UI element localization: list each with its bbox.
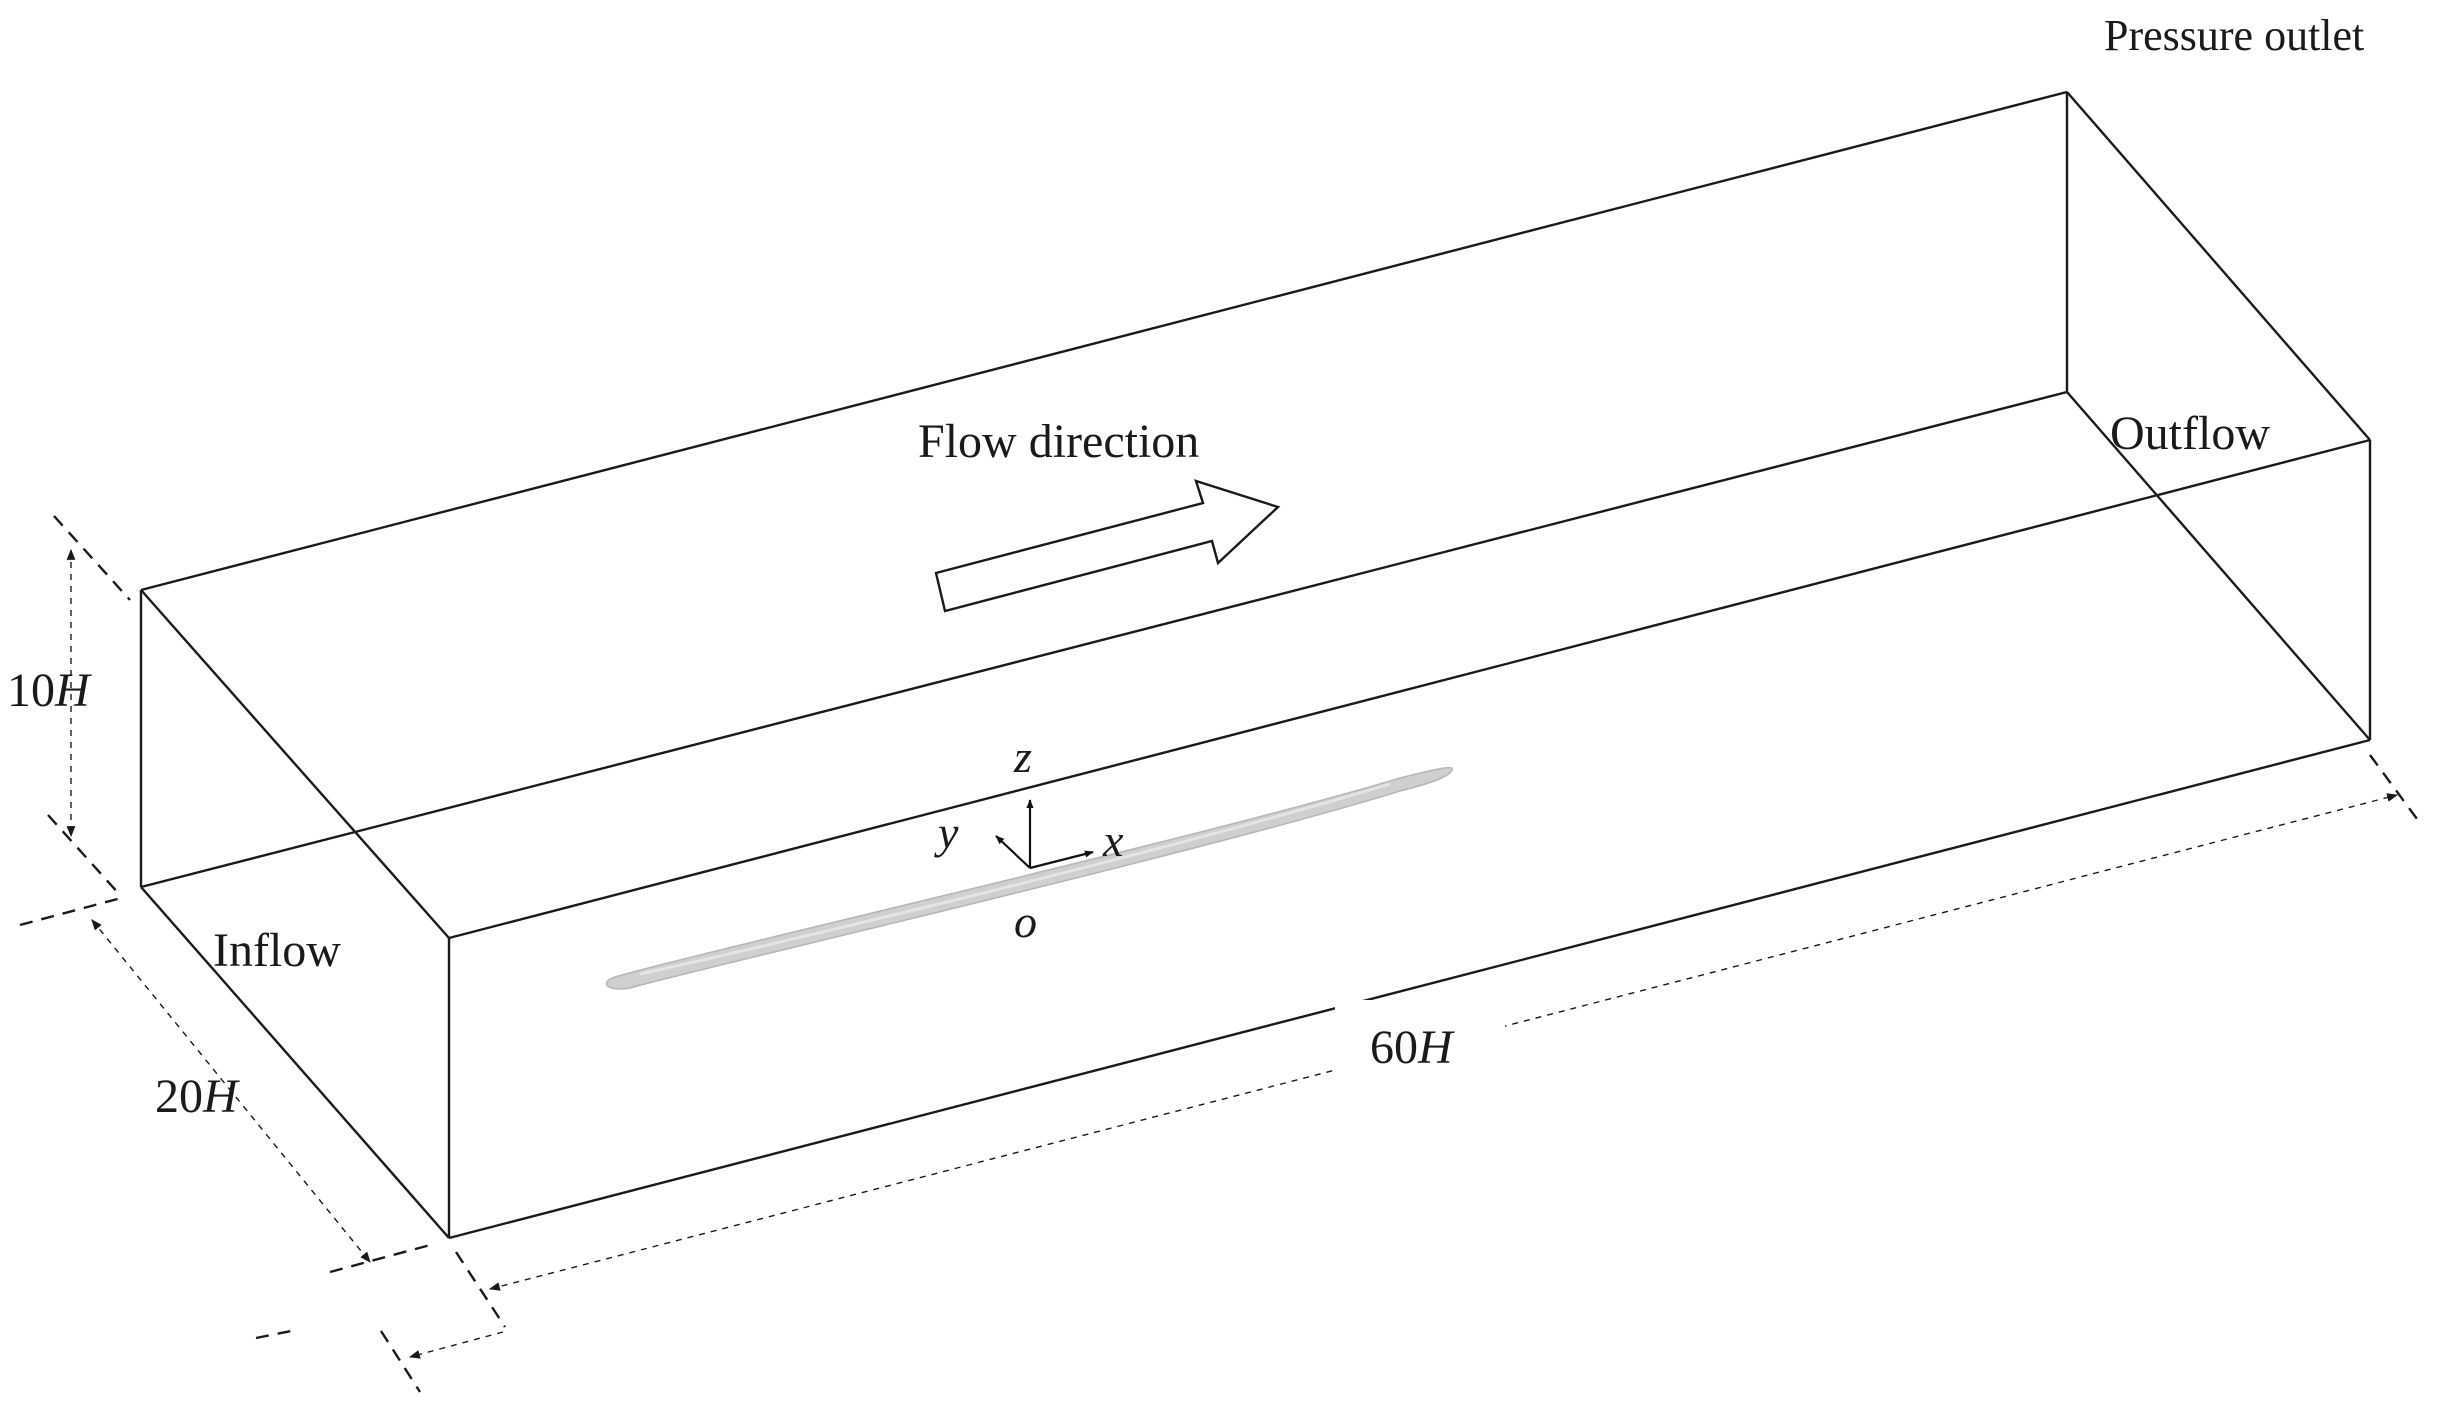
lower-dimension-marks	[255, 1328, 504, 1393]
length-dimension: 60H	[454, 754, 2421, 1328]
box-edge-bottom-front	[448, 738, 2371, 1240]
coordinate-axes: z y x o	[934, 731, 1124, 947]
outflow-label: Outflow	[2110, 407, 2270, 460]
lower-extension	[379, 1330, 422, 1393]
width-dimension: 20H	[19, 895, 435, 1274]
origin-label: o	[1014, 896, 1037, 947]
flow-direction-arrow	[934, 479, 1281, 613]
box-edge-top-right	[2066, 91, 2371, 441]
domain-box	[139, 90, 2372, 1240]
length-extension-left	[454, 1251, 507, 1328]
pressure-outlet-label: Pressure outlet	[2104, 11, 2364, 60]
stray-dash	[255, 1328, 297, 1340]
width-dimension-line	[91, 919, 371, 1263]
length-label: 60H	[1370, 1021, 1455, 1074]
lower-dimension-arrow	[408, 1331, 504, 1359]
box-edge-top-left	[140, 589, 450, 939]
y-axis-arrow	[995, 835, 1031, 869]
box-edge-top-back	[140, 90, 2068, 592]
width-extension-front	[329, 1242, 435, 1274]
length-extension-right	[2369, 754, 2421, 824]
width-extension-back	[19, 895, 126, 927]
height-extension-top	[53, 515, 131, 601]
flow-direction-label: Flow direction	[918, 415, 1199, 468]
z-axis-label: z	[1013, 731, 1032, 782]
height-label: 10H	[7, 664, 92, 717]
y-axis-label: y	[934, 807, 959, 858]
height-dimension: 10H	[7, 515, 131, 896]
width-label: 20H	[155, 1070, 240, 1123]
height-extension-bottom	[47, 814, 121, 896]
length-label-backdrop	[1335, 1000, 1505, 1070]
box-edge-top-front	[448, 438, 2371, 940]
inflow-label: Inflow	[213, 924, 341, 977]
x-axis-label: x	[1102, 815, 1124, 866]
box-edge-bottom-right	[2066, 391, 2371, 741]
box-edge-bottom-back	[140, 390, 2068, 889]
